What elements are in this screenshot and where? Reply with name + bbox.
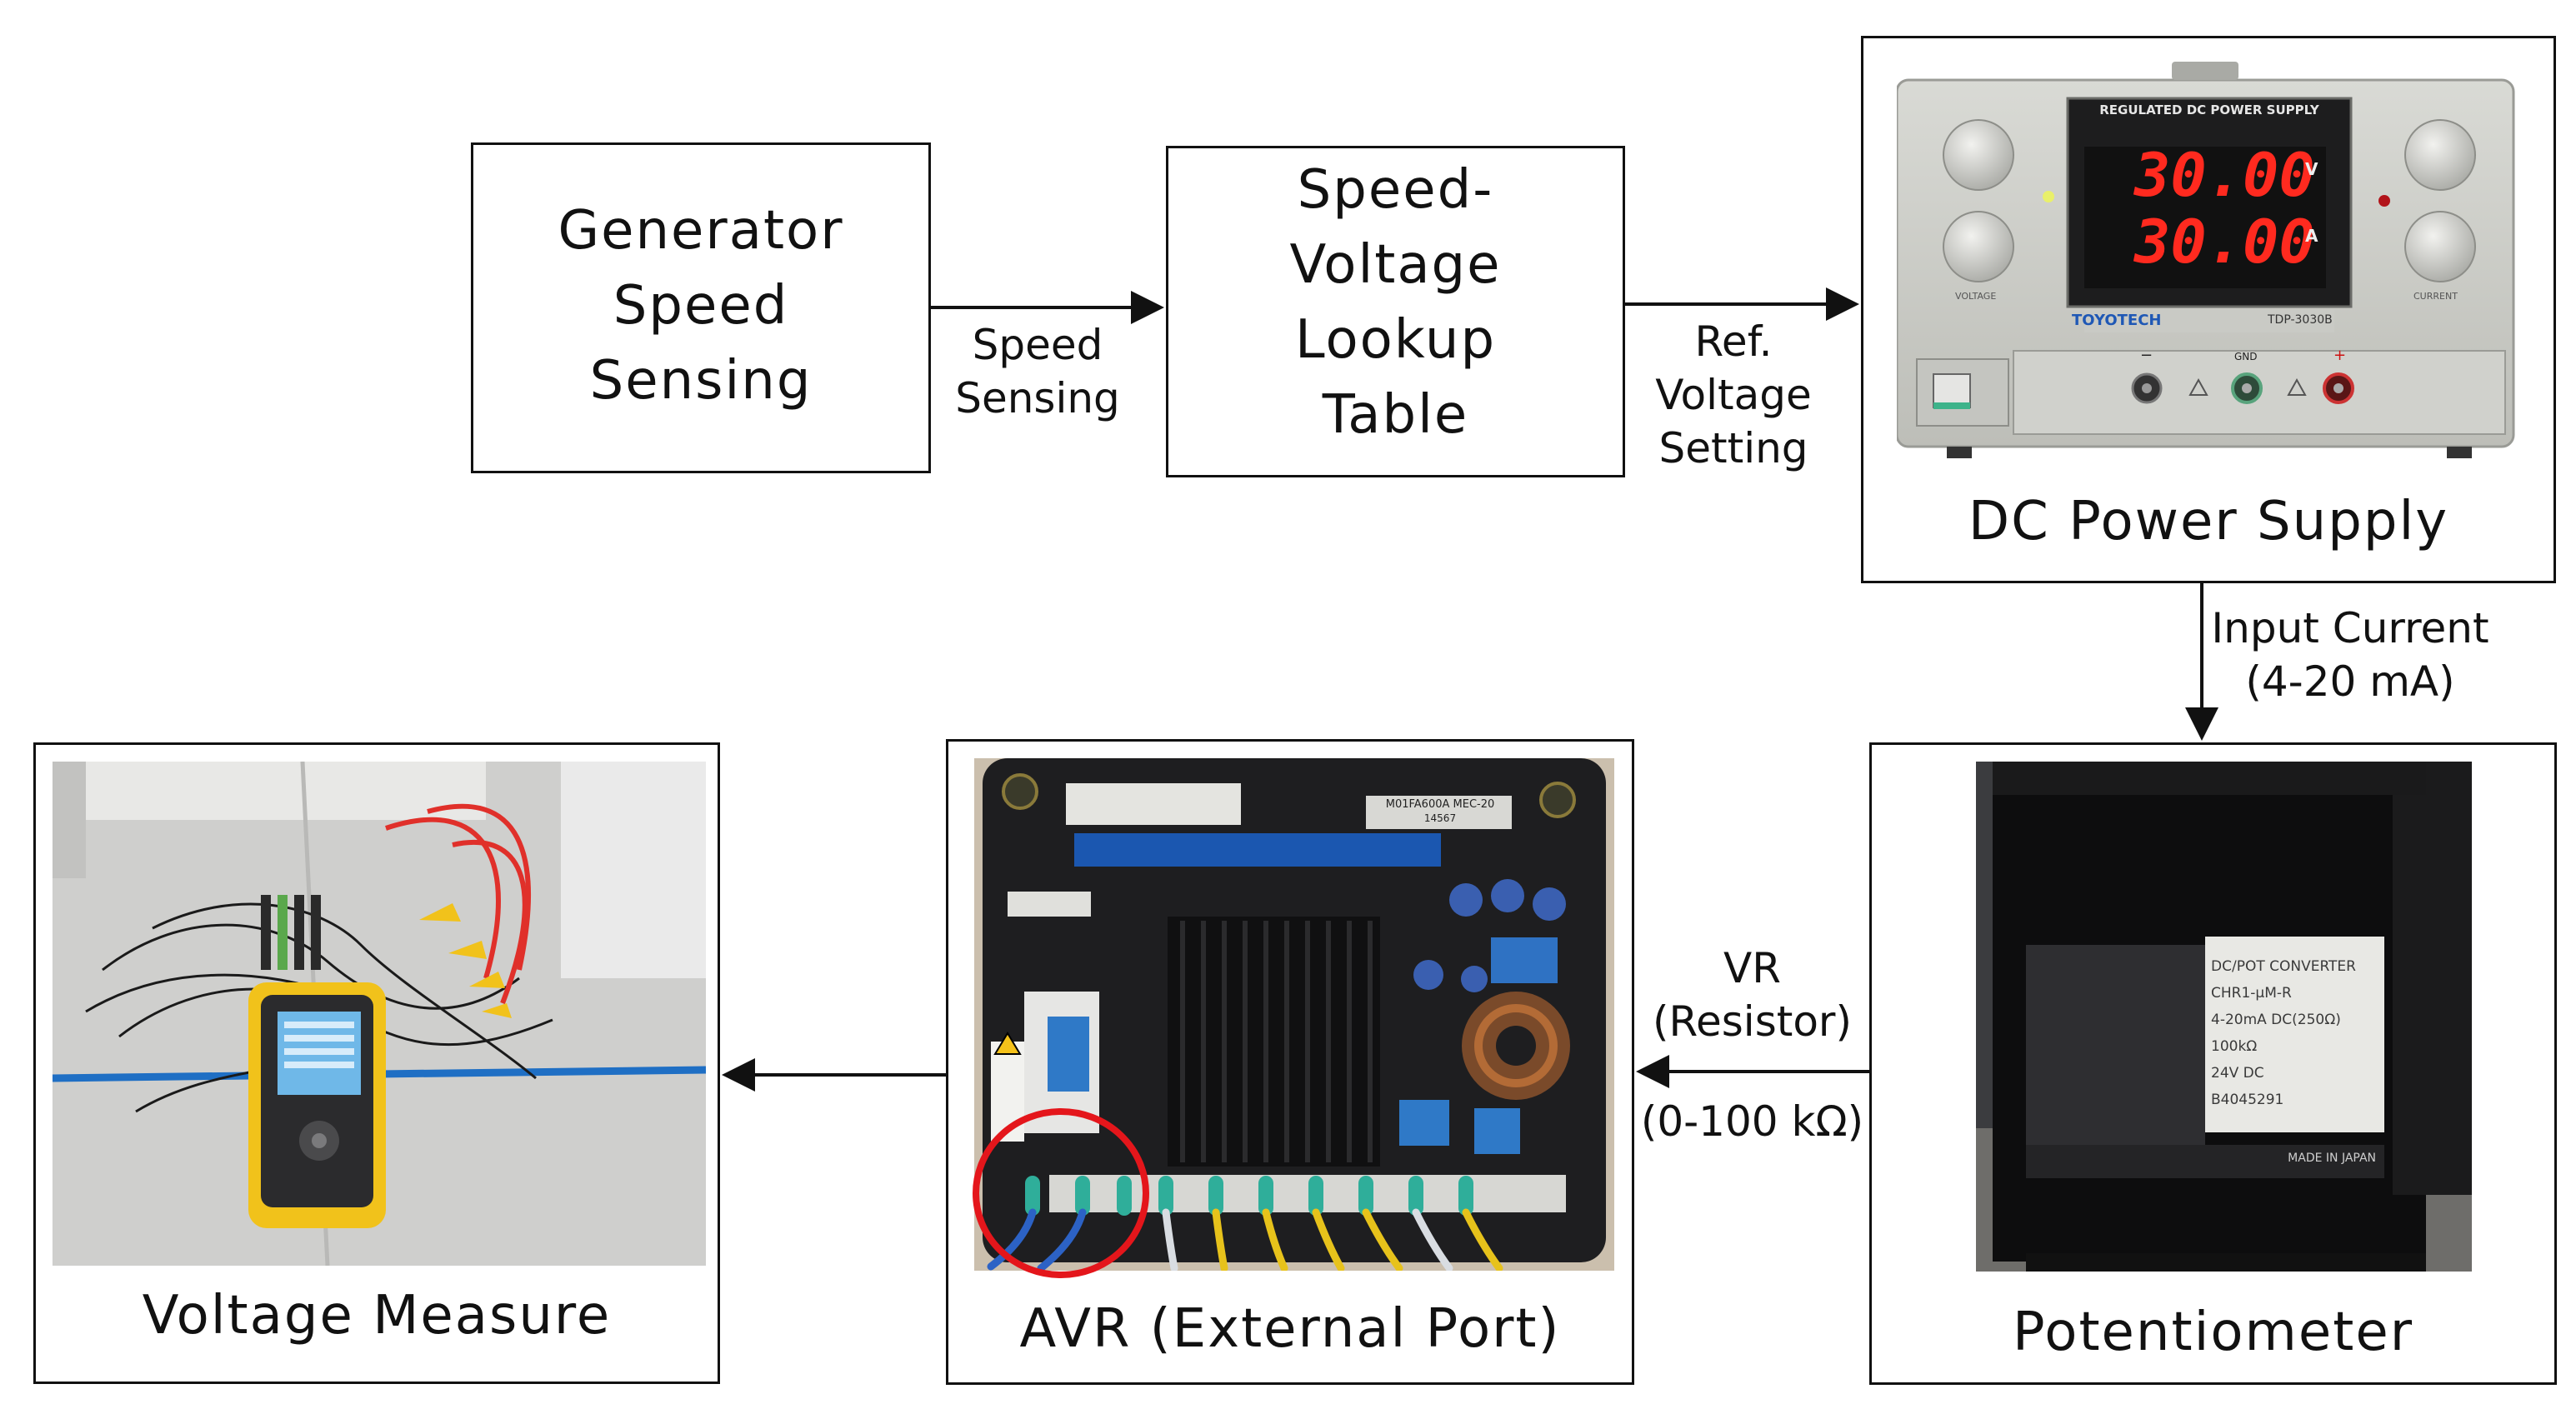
lookup-line-4: Table (1322, 384, 1469, 446)
ps-knob-label-voltage: VOLTAGE (1955, 291, 1997, 302)
block-potentiometer: DC/POT CONVERTER CHR1-µM-R 4-20mA DC(250… (1869, 742, 2557, 1385)
edge-label-input-current: Input Current (4-20 mA) (2200, 602, 2500, 708)
block-lookup-table: Speed- Voltage Lookup Table (1166, 146, 1625, 477)
ps-terminal-gnd-label: GND (2234, 351, 2258, 362)
ps-knob-label-current: CURRENT (2413, 291, 2458, 302)
dc-power-supply-photo: REGULATED DC POWER SUPPLY 30.00 30.00 V … (1897, 55, 2522, 472)
edge-label-speed-sensing: Speed Sensing (942, 318, 1133, 425)
edge-vr-line-1: VR (1723, 944, 1781, 992)
ps-unit-a: A (2305, 226, 2318, 246)
edge-speed-line-1: Speed (972, 321, 1103, 369)
edge-label-vr-range: (0-100 kΩ) (1640, 1097, 1864, 1146)
ps-panel-title: REGULATED DC POWER SUPPLY (2099, 102, 2319, 117)
dc-power-supply-caption: DC Power Supply (1968, 491, 2449, 552)
pot-label-line-5: 24V DC (2211, 1065, 2264, 1082)
speed-sensing-line-1: Generator (558, 200, 844, 262)
block-dc-power-supply: REGULATED DC POWER SUPPLY 30.00 30.00 V … (1861, 36, 2556, 583)
pot-label-line-1: DC/POT CONVERTER (2211, 958, 2356, 975)
lookup-line-1: Speed- (1297, 159, 1494, 221)
avr-photo: M01FA600A MEC-20 14567 (974, 758, 1614, 1271)
edge-ref-line-3: Setting (1658, 424, 1808, 472)
pot-label-panel: DC/POT CONVERTER CHR1-µM-R 4-20mA DC(250… (2028, 953, 2382, 1113)
pot-label-line-2: CHR1-µM-R (2211, 985, 2292, 1002)
block-voltage-measure: Voltage Measure (33, 742, 720, 1384)
ps-voltage-readout: 30.00 (2134, 140, 2315, 210)
pot-label-line-6: B4045291 (2211, 1092, 2284, 1108)
external-port-highlight-circle (973, 1108, 1149, 1278)
edge-ref-line-2: Voltage (1655, 371, 1812, 419)
voltage-measure-photo (53, 762, 706, 1266)
ps-current-readout: 30.00 (2134, 207, 2315, 277)
speed-sensing-line-2: Speed (613, 275, 789, 337)
ps-terminal-minus-label: − (2140, 347, 2153, 364)
pot-label-line-4: 100kΩ (2211, 1038, 2258, 1055)
edge-label-vr-resistor: VR (Resistor) (1638, 942, 1867, 1048)
pot-footer: MADE IN JAPAN (2288, 1152, 2376, 1165)
edge-speed-line-2: Sensing (955, 374, 1120, 422)
voltage-measure-caption: Voltage Measure (142, 1285, 612, 1347)
edge-vr-line-2: (Resistor) (1652, 997, 1852, 1046)
pot-label-line-3: 4-20mA DC(250Ω) (2211, 1012, 2341, 1028)
potentiometer-photo: DC/POT CONVERTER CHR1-µM-R 4-20mA DC(250… (1976, 762, 2472, 1272)
lookup-line-2: Voltage (1289, 234, 1502, 296)
block-generator-speed-sensing: Generator Speed Sensing (471, 142, 931, 473)
ps-unit-v: V (2305, 159, 2318, 179)
edge-input-line-1: Input Current (2211, 604, 2489, 652)
ps-model: TDP-3030B (2268, 313, 2333, 327)
edge-ref-line-1: Ref. (1694, 317, 1773, 366)
lookup-line-3: Lookup (1294, 309, 1497, 371)
ps-brand: TOYOTECH (2072, 312, 2162, 329)
potentiometer-caption: Potentiometer (2012, 1302, 2414, 1363)
speed-sensing-line-3: Sensing (589, 350, 813, 412)
edge-label-ref-voltage-setting: Ref. Voltage Setting (1633, 315, 1833, 475)
ps-terminal-plus-label: + (2333, 347, 2347, 364)
edge-input-line-2: (4-20 mA) (2245, 657, 2455, 706)
avr-serial-label: 14567 (1423, 812, 1457, 824)
avr-caption: AVR (External Port) (1019, 1298, 1561, 1360)
avr-part-label: M01FA600A MEC-20 (1385, 798, 1495, 811)
